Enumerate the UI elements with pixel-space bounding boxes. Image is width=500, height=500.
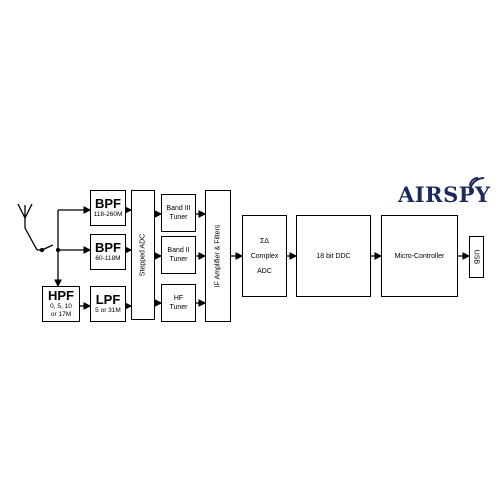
airspy-logo-text: AIRSPY [398,182,491,207]
usb-label: USB [472,249,480,265]
ddc-block: 18 bit DDC [296,215,371,297]
bpf-118-260-title: BPF [95,196,121,211]
bpf-118-260-range: 118-260M [93,211,123,218]
stepped-adc-block: Stepped ADC [131,190,155,320]
usb-block: USB [469,236,484,278]
band3-tuner-block: Band III Tuner [161,194,196,232]
bpf-60-118-range: 60-118M [95,255,121,262]
hf-tuner-line1: HF [173,295,184,302]
complex-adc-line2: ADC [257,267,272,275]
wireless-signal-icon [469,177,485,193]
bpf-118-260-block: BPF 118-260M [90,190,126,226]
stepped-adc-label: Stepped ADC [139,233,147,277]
band3-tuner-line1: Band III [166,205,191,212]
if-amplifier-block: IF Amplifier & Filters [205,190,231,322]
band2-tuner-block: Band II Tuner [161,236,196,274]
hpf-range-line1: 0, 5, 10 [50,303,72,310]
hf-tuner-block: HF Tuner [161,284,196,322]
antenna-icon [17,203,38,251]
band3-tuner-line2: Tuner [169,214,188,221]
rf-switch [37,210,61,262]
lpf-range: 5 or 31M [95,307,121,314]
lpf-title: LPF [95,292,121,307]
hf-tuner-line2: Tuner [169,304,188,311]
ddc-label: 18 bit DDC [316,252,351,260]
band2-tuner-line2: Tuner [169,256,188,263]
complex-adc-block: ΣΔ Complex ADC [242,215,287,297]
micro-controller-label: Micro-Controller [394,252,445,260]
bpf-60-118-block: BPF 60-118M [90,234,126,270]
airspy-logo: AIRSPY [398,182,491,207]
complex-adc-line1: Complex [250,252,279,260]
hpf-range-line2: or 17M [50,311,72,318]
hpf-block: HPF 0, 5, 10 or 17M [42,286,80,322]
bpf-60-118-title: BPF [95,240,121,255]
lpf-block: LPF 5 or 31M [90,286,126,322]
complex-adc-symbol: ΣΔ [259,237,269,245]
micro-controller-block: Micro-Controller [381,215,458,297]
if-amplifier-label: IF Amplifier & Filters [214,224,222,288]
band2-tuner-line1: Band II [167,247,190,254]
hpf-title: HPF [48,288,74,303]
